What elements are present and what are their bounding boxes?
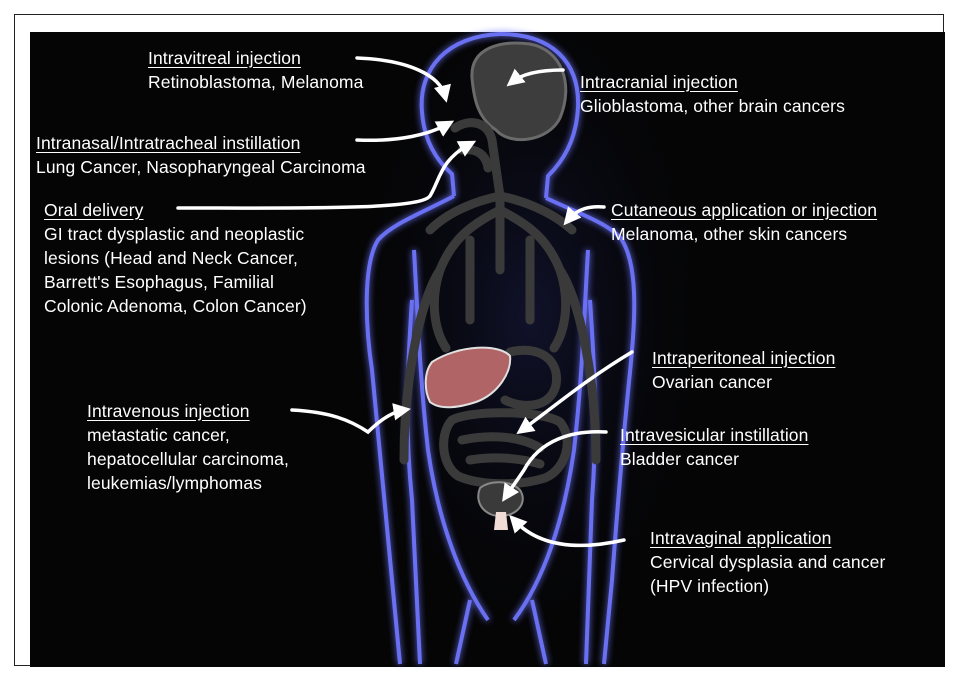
label-intravaginal-line-2: (HPV infection) — [650, 574, 885, 598]
label-intraperitoneal-line-1: Ovarian cancer — [652, 370, 835, 394]
label-cutaneous: Cutaneous application or injection Melan… — [611, 198, 877, 246]
label-intraperitoneal-title: Intraperitoneal injection — [652, 346, 835, 370]
label-intranasal: Intranasal/Intratracheal instillation Lu… — [36, 131, 366, 179]
label-intravaginal-line-1: Cervical dysplasia and cancer — [650, 550, 885, 574]
label-intravaginal: Intravaginal application Cervical dyspla… — [650, 526, 885, 598]
bladder-shape — [478, 482, 523, 516]
label-intravenous-title: Intravenous injection — [87, 399, 289, 423]
label-intravesicular-line-1: Bladder cancer — [620, 447, 808, 471]
label-intravaginal-title: Intravaginal application — [650, 526, 885, 550]
vaginal-canal-shape — [494, 512, 508, 530]
label-intravitreal-title: Intravitreal injection — [148, 46, 363, 70]
label-intravesicular: Intravesicular instillation Bladder canc… — [620, 423, 808, 471]
label-intranasal-line-1: Lung Cancer, Nasopharyngeal Carcinoma — [36, 155, 366, 179]
label-intracranial-title: Intracranial injection — [580, 70, 845, 94]
label-intravesicular-title: Intravesicular instillation — [620, 423, 808, 447]
label-oral-title: Oral delivery — [44, 198, 307, 222]
label-oral-line-4: Colonic Adenoma, Colon Cancer) — [44, 294, 307, 318]
label-cutaneous-title: Cutaneous application or injection — [611, 198, 877, 222]
label-cutaneous-line-1: Melanoma, other skin cancers — [611, 222, 877, 246]
label-oral-line-3: Barrett's Esophagus, Familial — [44, 270, 307, 294]
label-intranasal-title: Intranasal/Intratracheal instillation — [36, 131, 366, 155]
label-intraperitoneal: Intraperitoneal injection Ovarian cancer — [652, 346, 835, 394]
label-intravenous-line-2: hepatocellular carcinoma, — [87, 447, 289, 471]
label-intravenous: Intravenous injection metastatic cancer,… — [87, 399, 289, 495]
label-intravitreal: Intravitreal injection Retinoblastoma, M… — [148, 46, 363, 94]
label-intracranial: Intracranial injection Glioblastoma, oth… — [580, 70, 845, 118]
label-intravitreal-line-1: Retinoblastoma, Melanoma — [148, 70, 363, 94]
label-oral: Oral delivery GI tract dysplastic and ne… — [44, 198, 307, 318]
label-oral-line-2: lesions (Head and Neck Cancer, — [44, 246, 307, 270]
label-oral-line-1: GI tract dysplastic and neoplastic — [44, 222, 307, 246]
label-intravenous-line-1: metastatic cancer, — [87, 423, 289, 447]
label-intracranial-line-1: Glioblastoma, other brain cancers — [580, 94, 845, 118]
label-intravenous-line-3: leukemias/lymphomas — [87, 471, 289, 495]
